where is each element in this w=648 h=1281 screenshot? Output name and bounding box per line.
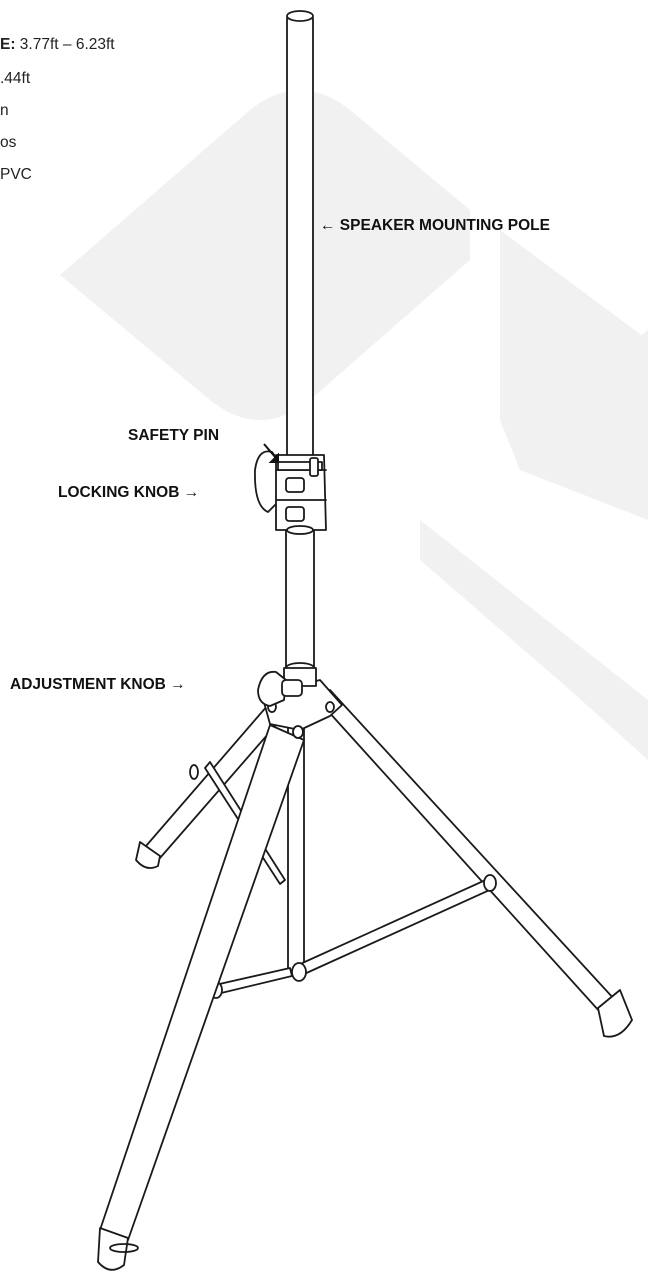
safety-pin xyxy=(277,457,323,477)
watermark-shape-right-arm xyxy=(520,330,648,470)
spec-line-4: os xyxy=(0,134,17,151)
spec-line-3: n xyxy=(0,102,9,119)
spec-line-2: .44ft xyxy=(0,70,31,87)
lower-tube xyxy=(283,527,317,687)
safety-pin-arrowhead xyxy=(268,452,279,463)
safety-pin-pointer xyxy=(263,443,277,459)
watermark-shape-right-top xyxy=(500,230,648,520)
adjustment-knob xyxy=(257,670,303,707)
callout-adjustment-knob: ADJUSTMENT KNOB → xyxy=(10,676,186,693)
spec-height: E: 3.77ft – 6.23ft xyxy=(0,36,115,54)
callout-speaker-mounting-pole: ← SPEAKER MOUNTING POLE xyxy=(320,217,550,234)
spec-height-key: E: xyxy=(0,36,16,53)
watermark-shape-right-mid xyxy=(420,520,648,760)
callout-safety-pin: SAFETY PIN xyxy=(128,427,220,444)
watermark-shape-left xyxy=(60,90,470,420)
spec-line-5: PVC xyxy=(0,166,32,183)
speaker-mounting-pole xyxy=(286,10,314,471)
spec-height-value: 3.77ft – 6.23ft xyxy=(15,36,115,53)
callout-locking-knob: LOCKING KNOB → xyxy=(58,484,200,501)
rear-leg-right xyxy=(317,689,633,1038)
